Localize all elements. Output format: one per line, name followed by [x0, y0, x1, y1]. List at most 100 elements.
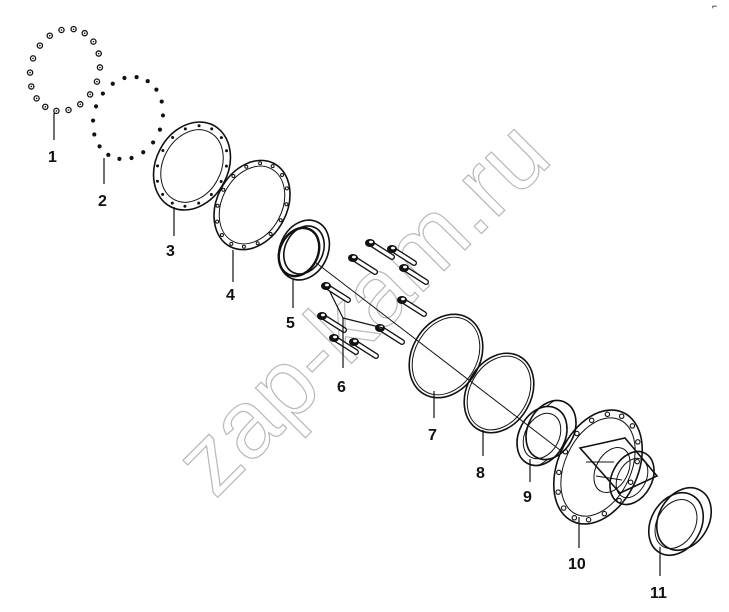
bolt-hole [255, 241, 260, 246]
part-2-washer-set [90, 75, 166, 161]
bolt-hole [574, 430, 580, 437]
bolt [397, 296, 427, 317]
bolt-hole [284, 186, 289, 191]
part-6-bolt-set [317, 239, 429, 359]
nut [58, 26, 65, 34]
callout-4: 4 [226, 287, 235, 304]
nut [46, 32, 54, 39]
bolt-hole [562, 449, 569, 455]
bolt-hole [229, 241, 234, 246]
bolt-hole [156, 164, 160, 168]
corner-mark: ⌐ [712, 1, 717, 11]
callout-8: 8 [476, 465, 485, 482]
washer [100, 91, 105, 96]
washer [90, 118, 96, 123]
washer [134, 75, 139, 80]
bolt [349, 338, 379, 359]
part-9-bearing-race [516, 399, 577, 467]
bolt-hole [197, 124, 201, 128]
bolt-hole [215, 203, 220, 208]
callout-9: 9 [523, 489, 532, 506]
bolt-hole [571, 515, 578, 521]
nut [28, 83, 35, 90]
bolt-hole [209, 193, 213, 197]
bolt-hole [585, 516, 592, 523]
nut [76, 101, 84, 108]
bolt-hole [210, 127, 214, 131]
bolt-hole [161, 149, 165, 153]
leader-lines [53, 113, 661, 576]
washer [117, 156, 122, 161]
bolt-hole [231, 174, 236, 179]
nut [26, 69, 34, 76]
bolt-hole [258, 161, 263, 166]
part-3-cover [152, 121, 232, 211]
bolt [317, 312, 347, 333]
bolt [375, 324, 405, 345]
bolt-hole [588, 417, 595, 424]
washer [97, 144, 102, 149]
bolt-hole [627, 479, 634, 485]
bolt-hole [604, 411, 611, 418]
watermark-text: zap-kam.ru [154, 100, 569, 515]
bolt-hole [618, 413, 625, 419]
bolt-hole [268, 231, 273, 236]
nut [53, 107, 60, 115]
washer [157, 127, 163, 132]
bolt-hole [629, 423, 636, 429]
bolt-hole [601, 510, 608, 517]
bolt-hole [555, 489, 561, 495]
callout-10: 10 [568, 556, 586, 573]
callout-6: 6 [337, 379, 346, 396]
bolt-hole [221, 187, 226, 192]
part-5-ring-seal [277, 219, 331, 281]
bolt-hole [560, 505, 567, 511]
washer [160, 113, 166, 118]
washer [141, 150, 146, 155]
bolt-hole [155, 179, 159, 183]
part-10-hub [552, 409, 659, 525]
bolt-hole [224, 164, 228, 168]
nut [93, 78, 101, 85]
callout-2: 2 [98, 193, 107, 210]
bolt-hole [278, 218, 283, 223]
bolt [329, 334, 359, 355]
callout-3: 3 [166, 243, 175, 260]
bolt-hole [219, 233, 224, 238]
bolt-hole [215, 219, 220, 224]
callout-11: 11 [650, 585, 667, 602]
bolt [348, 254, 378, 275]
nut [70, 25, 77, 33]
washer [93, 104, 99, 109]
washer [129, 155, 134, 161]
washer [106, 152, 111, 157]
bolt-hole [197, 201, 201, 205]
bolt-hole [225, 149, 229, 153]
bolt-hole [270, 164, 275, 169]
bolt [365, 239, 395, 260]
bolt [321, 282, 351, 303]
bolt-hole [284, 202, 289, 207]
washer [92, 132, 97, 137]
bolt-hole [161, 192, 165, 196]
callout-5: 5 [286, 315, 295, 332]
bolt-hole [183, 127, 187, 131]
washer [110, 81, 115, 86]
part-8-o-ring [463, 352, 535, 434]
nut [90, 38, 97, 45]
bolt-hole [244, 164, 249, 169]
nut [33, 95, 40, 102]
nut [65, 106, 72, 114]
washer [154, 87, 159, 92]
bolt-hole [170, 201, 174, 205]
bolt-hole [183, 204, 187, 208]
bolt-hole [635, 439, 641, 445]
washer [159, 99, 164, 104]
callout-7: 7 [428, 427, 437, 444]
callout-numbers: 1 2 3 4 5 6 7 8 9 10 11 [48, 149, 667, 602]
bolt-hole [171, 135, 175, 139]
nut [29, 55, 37, 62]
nut [96, 64, 104, 71]
bolt [387, 245, 417, 266]
nut [95, 50, 102, 57]
